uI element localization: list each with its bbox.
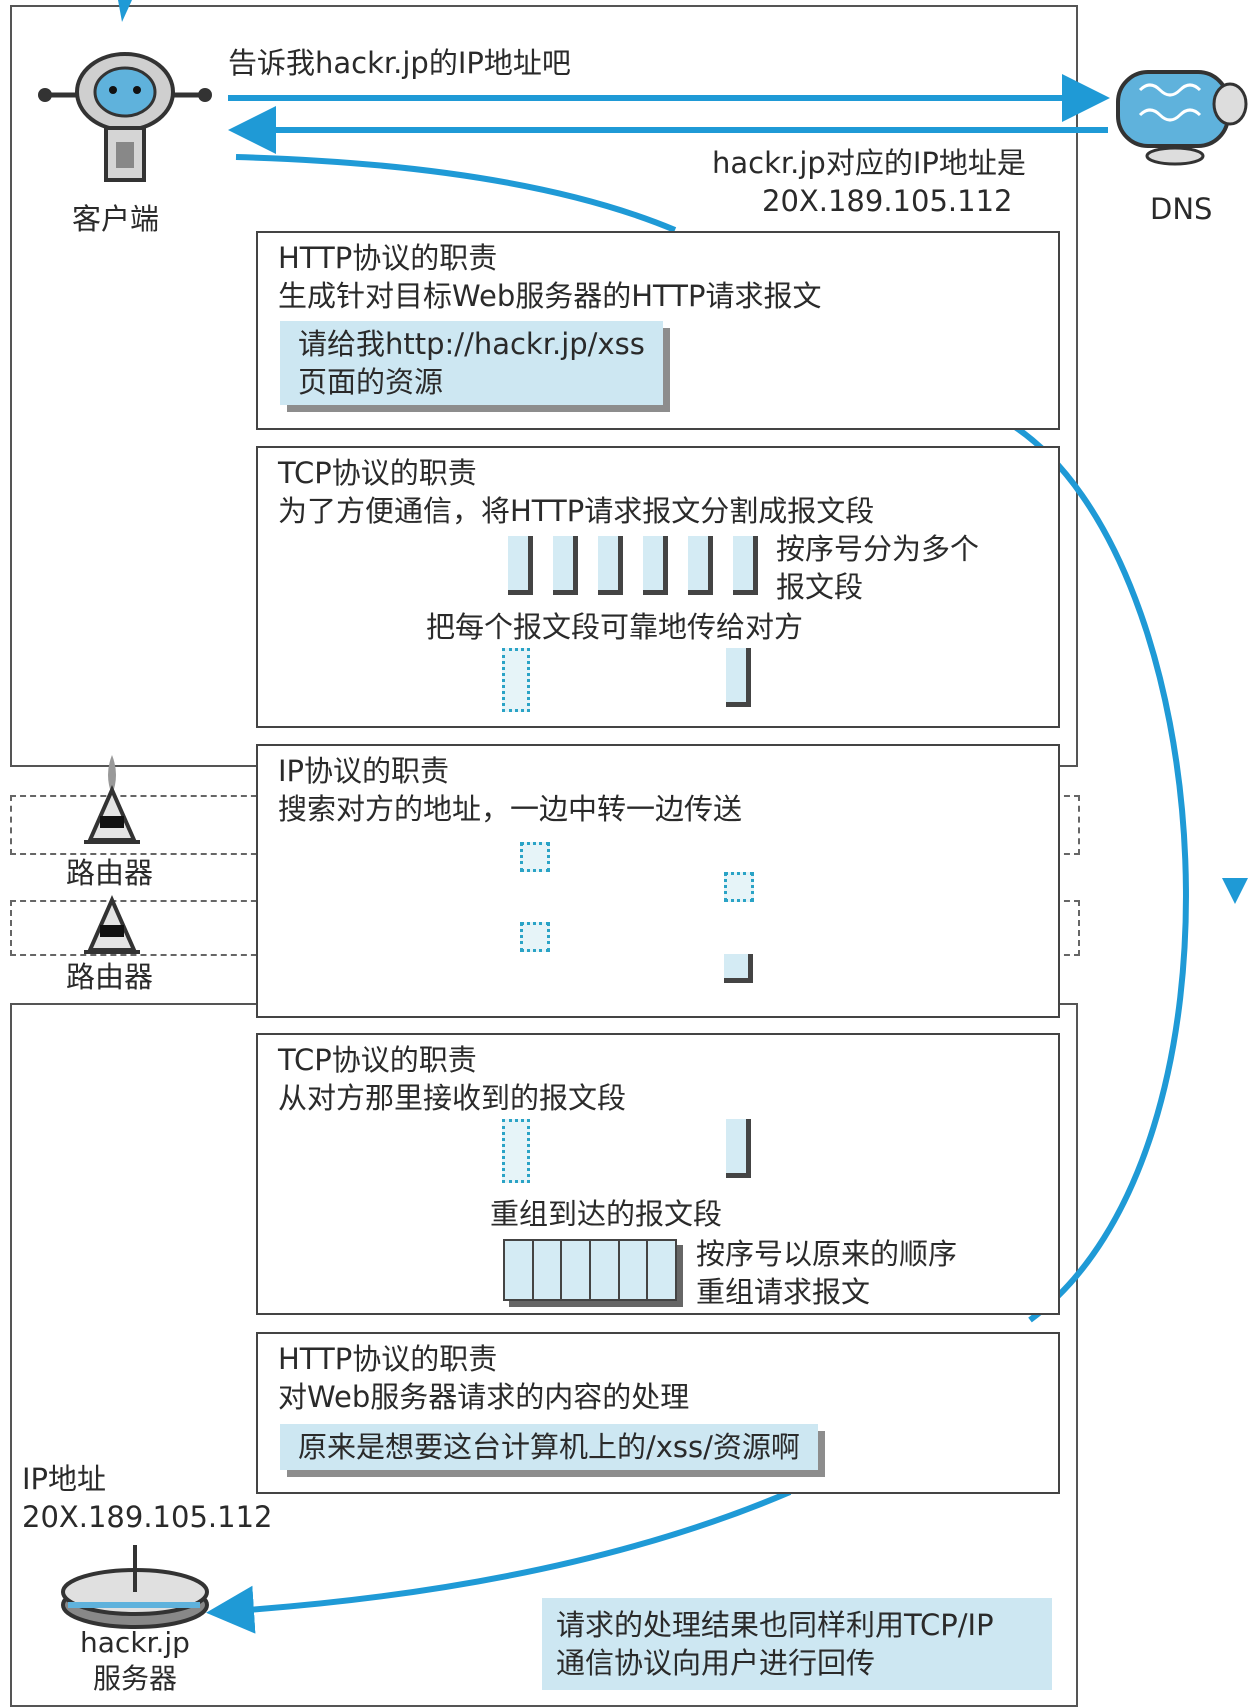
server-role: 服务器	[92, 1662, 177, 1695]
segment	[733, 536, 758, 595]
dns-server-icon	[1116, 70, 1248, 166]
ip-box: IP协议的职责 搜索对方的地址，一边中转一边传送	[256, 744, 1060, 1018]
ip-desc: 搜索对方的地址，一边中转一边传送	[278, 792, 743, 826]
http-client-desc: 生成针对目标Web服务器的HTTP请求报文	[278, 279, 822, 313]
client-to-http-curve	[235, 154, 677, 233]
http-server-box: HTTP协议的职责 对Web服务器请求的内容的处理 原来是想要这台计算机上的/x…	[256, 1332, 1060, 1494]
reliable-text: 把每个报文段可靠地传给对方	[426, 610, 804, 644]
order-text-line1: 按序号以原来的顺序	[696, 1237, 958, 1271]
http-server-note: 原来是想要这台计算机上的/xss/资源啊	[280, 1424, 818, 1470]
http-client-box: HTTP协议的职责 生成针对目标Web服务器的HTTP请求报文 请给我http:…	[256, 231, 1060, 430]
router-label-2: 路由器	[66, 960, 154, 994]
ip-title: IP协议的职责	[278, 754, 450, 788]
response-note: 请求的处理结果也同样利用TCP/IP 通信协议向用户进行回传	[542, 1598, 1052, 1690]
dns-answer-line2: 20X.189.105.112	[762, 184, 1013, 218]
packet	[724, 872, 754, 902]
packet	[520, 842, 550, 872]
tcp-client-title: TCP协议的职责	[278, 456, 477, 490]
server-disk-icon	[61, 1545, 209, 1629]
sent-segment	[502, 648, 530, 712]
return-curve	[206, 1489, 792, 1634]
tcp-server-desc: 从对方那里接收到的报文段	[278, 1081, 627, 1115]
server-ip-label: IP地址	[22, 1462, 107, 1496]
received-segment	[726, 1119, 751, 1178]
client-robot-icon	[38, 52, 212, 182]
http-server-desc: 对Web服务器请求的内容的处理	[278, 1380, 690, 1414]
tcp-server-box: TCP协议的职责 从对方那里接收到的报文段 重组到达的报文段 按序号以原来的顺序…	[256, 1033, 1060, 1315]
response-note-line2: 通信协议向用户进行回传	[556, 1646, 876, 1680]
packet	[724, 954, 753, 983]
split-text-line2: 报文段	[776, 570, 864, 604]
segment	[643, 536, 668, 595]
http-request-note-line2: 页面的资源	[298, 365, 444, 399]
dns-label: DNS	[1150, 192, 1213, 226]
router-label-1: 路由器	[66, 856, 154, 890]
server-ip-value: 20X.189.105.112	[22, 1500, 273, 1534]
corner-accent	[118, 0, 132, 22]
dns-query-text: 告诉我hackr.jp的IP地址吧	[228, 46, 571, 80]
http-client-title: HTTP协议的职责	[278, 241, 498, 275]
router-icon-1	[84, 755, 140, 844]
reassembled-message	[503, 1239, 677, 1301]
http-request-note: 请给我http://hackr.jp/xss 页面的资源	[280, 321, 663, 405]
received-segment	[726, 648, 751, 707]
client-label: 客户端	[72, 202, 160, 236]
tcp-client-box: TCP协议的职责 为了方便通信，将HTTP请求报文分割成报文段 按序号分为多个 …	[256, 446, 1060, 728]
tcp-server-title: TCP协议的职责	[278, 1043, 477, 1077]
response-note-line1: 请求的处理结果也同样利用TCP/IP	[556, 1608, 994, 1642]
http-request-note-line1: 请给我http://hackr.jp/xss	[298, 327, 645, 361]
segment	[598, 536, 623, 595]
split-text-line1: 按序号分为多个	[776, 532, 980, 566]
segment	[508, 536, 533, 595]
segment	[688, 536, 713, 595]
transmission-arc-head	[1222, 878, 1248, 904]
dns-answer-line1: hackr.jp对应的IP地址是	[712, 146, 1026, 180]
http-server-title: HTTP协议的职责	[278, 1342, 498, 1376]
packet	[520, 922, 550, 952]
router-icon-2	[84, 895, 140, 954]
reassemble-text: 重组到达的报文段	[490, 1197, 723, 1231]
transmission-arc	[1010, 422, 1189, 1323]
order-text-line2: 重组请求报文	[696, 1275, 871, 1309]
sent-segment	[502, 1119, 530, 1183]
segment	[553, 536, 578, 595]
tcp-client-desc: 为了方便通信，将HTTP请求报文分割成报文段	[278, 494, 875, 528]
server-name: hackr.jp	[80, 1626, 190, 1659]
